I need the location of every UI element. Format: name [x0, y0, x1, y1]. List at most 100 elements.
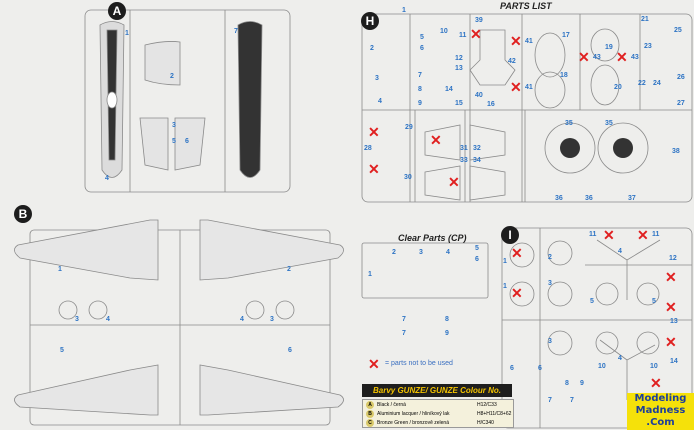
part-number: 9 [418, 100, 422, 107]
part-number: 10 [598, 363, 606, 370]
part-number: 4 [105, 175, 109, 182]
colour-letter: A [366, 400, 374, 409]
part-number: 1 [58, 266, 62, 273]
part-number: 12 [669, 255, 677, 262]
part-number: 3 [375, 75, 379, 82]
part-number: 13 [455, 65, 463, 72]
part-number: 8 [418, 86, 422, 93]
part-number: 3 [419, 249, 423, 256]
watermark-line: Modeling [634, 393, 687, 404]
not-used-cross-icon: ✕ [665, 299, 677, 315]
part-number: 40 [475, 92, 483, 99]
part-number: 3 [548, 338, 552, 345]
not-used-cross-icon: ✕ [430, 132, 442, 148]
part-number: 6 [538, 365, 542, 372]
part-number: 43 [593, 54, 601, 61]
legend-text: = parts not to be used [385, 360, 453, 367]
not-used-cross-icon: ✕ [665, 269, 677, 285]
not-used-cross-icon: ✕ [368, 124, 380, 140]
part-number: 30 [404, 174, 412, 181]
part-number: 22 [638, 80, 646, 87]
part-number: 2 [170, 73, 174, 80]
part-number: 1 [402, 7, 406, 14]
colour-code: H8+H11/C8+62 [477, 410, 512, 417]
part-number: 9 [580, 380, 584, 387]
part-number: 35 [605, 120, 613, 127]
colour-code: H/C340 [477, 419, 494, 426]
part-number: 23 [644, 43, 652, 50]
part-number: 36 [555, 195, 563, 202]
part-number: 3 [270, 316, 274, 323]
part-number: 6 [185, 138, 189, 145]
part-number: 27 [677, 100, 685, 107]
part-number: 13 [670, 318, 678, 325]
clear-parts-title: Clear Parts (CP) [398, 233, 467, 243]
part-number: 17 [562, 32, 570, 39]
part-number: 6 [510, 365, 514, 372]
part-number: 10 [440, 28, 448, 35]
part-number: 2 [370, 45, 374, 52]
part-number: 3 [75, 316, 79, 323]
part-number: 25 [674, 27, 682, 34]
part-number: 11 [459, 32, 467, 39]
not-used-cross-icon: ✕ [510, 79, 522, 95]
part-number: 26 [677, 74, 685, 81]
watermark-line: Madness [635, 405, 686, 416]
part-number: 4 [240, 316, 244, 323]
part-number: 41 [525, 84, 533, 91]
part-number: 4 [378, 98, 382, 105]
part-number: 6 [475, 256, 479, 263]
sprue-i-badge: I [501, 226, 519, 244]
part-number: 9 [445, 330, 449, 337]
part-number: 6 [420, 45, 424, 52]
part-number: 5 [475, 245, 479, 252]
part-number: 18 [560, 72, 568, 79]
colour-letter: B [366, 409, 374, 418]
not-used-cross-icon: ✕ [368, 356, 380, 372]
part-number: 16 [487, 101, 495, 108]
not-used-cross-icon: ✕ [511, 285, 523, 301]
part-number: 34 [473, 157, 481, 164]
colour-name: Bronze Green / bronzově zelená [377, 419, 449, 426]
part-number: 20 [614, 84, 622, 91]
part-number: 8 [565, 380, 569, 387]
colour-code: H12/C33 [477, 401, 497, 408]
part-number: 12 [455, 55, 463, 62]
colour-name: Aluminium lacquer / hliníkový lak [377, 410, 450, 417]
part-number: 4 [106, 316, 110, 323]
part-number: 7 [234, 28, 238, 35]
part-number: 42 [508, 58, 516, 65]
part-number: 32 [473, 145, 481, 152]
part-number: 5 [172, 138, 176, 145]
part-number: 43 [631, 54, 639, 61]
sprue-b-badge: B [14, 205, 32, 223]
not-used-cross-icon: ✕ [511, 245, 523, 261]
not-used-cross-icon: ✕ [578, 49, 590, 65]
part-number: 28 [364, 145, 372, 152]
not-used-cross-icon: ✕ [650, 375, 662, 391]
part-number: 7 [548, 397, 552, 404]
part-number: 7 [402, 316, 406, 323]
part-number: 19 [605, 44, 613, 51]
not-used-cross-icon: ✕ [510, 33, 522, 49]
colour-table-title: Barvy GUNZE/ GUNZE Colour No. [362, 384, 512, 397]
part-number: 2 [287, 266, 291, 273]
part-number: 37 [628, 195, 636, 202]
part-number: 7 [570, 397, 574, 404]
part-number: 11 [589, 231, 597, 238]
part-number: 15 [455, 100, 463, 107]
part-number: 35 [565, 120, 573, 127]
part-number: 1 [503, 283, 507, 290]
part-number: 7 [418, 72, 422, 79]
watermark-line: .Com [646, 417, 675, 428]
part-number: 39 [475, 17, 483, 24]
part-number: 24 [653, 80, 661, 87]
part-number: 1 [125, 30, 129, 37]
part-number: 5 [652, 298, 656, 305]
part-number: 5 [60, 347, 64, 354]
part-number: 36 [585, 195, 593, 202]
